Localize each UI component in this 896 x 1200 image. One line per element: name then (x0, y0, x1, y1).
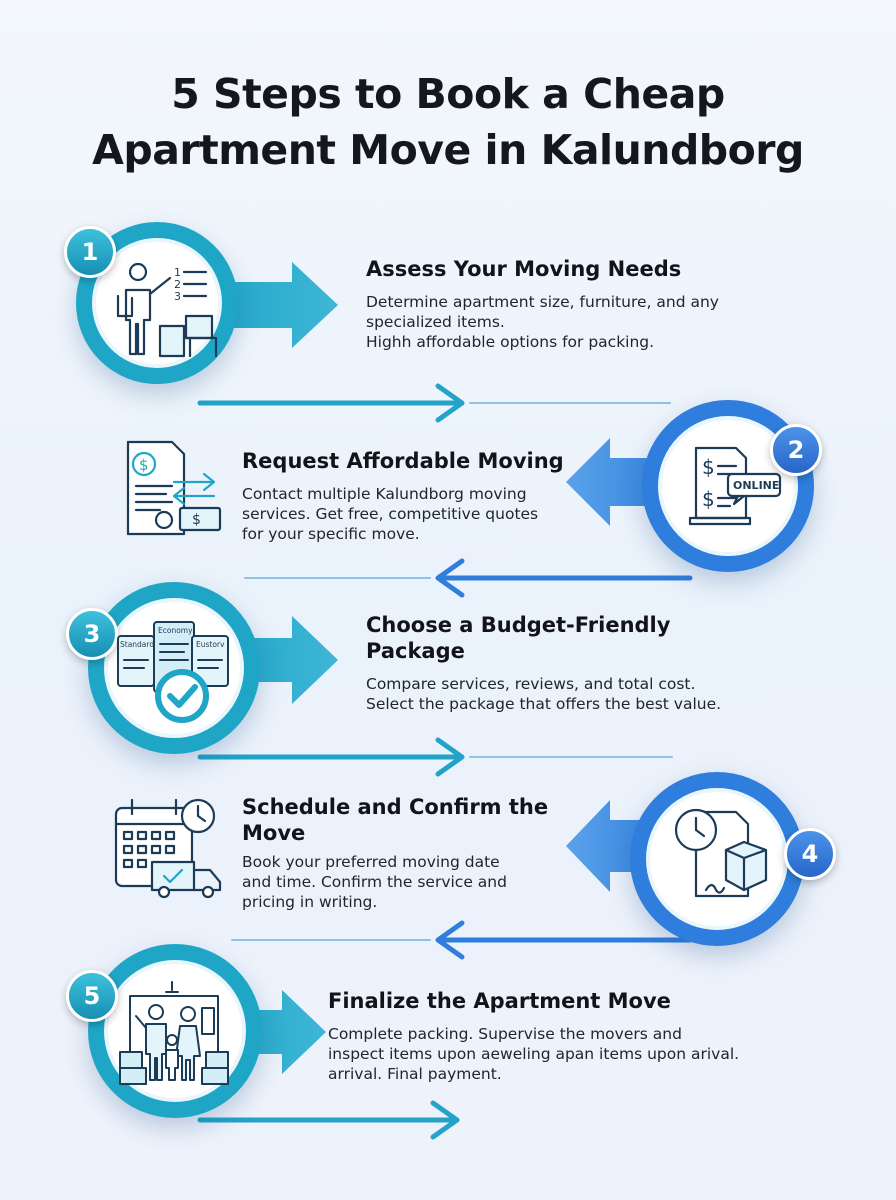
svg-text:1: 1 (174, 266, 181, 279)
family-new-home-icon (116, 978, 234, 1092)
person-checklist-boxes-icon: 1 2 3 (110, 256, 220, 365)
step-5-text: Complete packing. Supervise the movers a… (328, 1025, 740, 1083)
title-line-1: 5 Steps to Book a Cheap (171, 70, 725, 118)
online-label: ONLINE (733, 479, 780, 492)
step-5-title: Finalize the Apartment Move (328, 989, 671, 1013)
package-compare-checkmark-icon: Standard Economy Eustorv (116, 620, 232, 728)
step-4-badge: 4 (784, 828, 836, 880)
svg-text:2: 2 (174, 278, 181, 291)
step-2-badge: 2 (770, 424, 822, 476)
svg-text:3: 3 (174, 290, 181, 303)
svg-text:$: $ (702, 455, 715, 479)
svg-text:$: $ (192, 512, 201, 528)
step-1-title: Assess Your Moving Needs (366, 257, 682, 281)
svg-text:$: $ (139, 456, 149, 474)
svg-text:$: $ (702, 487, 715, 511)
package-label-economy: Economy (158, 626, 193, 635)
step-3-title: Choose a Budget-Friendly Package (366, 613, 671, 663)
step-1-text: Determine apartment size, furniture, and… (366, 293, 719, 351)
calendar-clock-truck-icon (112, 796, 224, 906)
step-1-badge: 1 (64, 226, 116, 278)
quote-request-documents-icon: $ $ (122, 438, 232, 542)
title-line-2: Apartment Move in Kalundborg (92, 126, 804, 174)
package-label-standard: Standard (120, 640, 155, 649)
step-2-text: Contact multiple Kalundborg moving servi… (242, 485, 539, 543)
package-label-eustorv: Eustorv (196, 640, 225, 649)
step-2-title: Request Affordable Moving (242, 449, 564, 473)
step-3-badge: 3 (66, 608, 118, 660)
page-title: 5 Steps to Book a Cheap Apartment Move i… (0, 66, 896, 178)
step-3-text: Compare services, reviews, and total cos… (366, 675, 722, 713)
step-4-title: Schedule and Confirm the Move (242, 795, 549, 845)
step-4-text: Book your preferred moving date and time… (242, 853, 507, 911)
clock-document-box-icon (672, 806, 772, 906)
online-quote-laptop-icon: $ $ ONLINE (688, 444, 788, 538)
step-5-badge: 5 (66, 970, 118, 1022)
